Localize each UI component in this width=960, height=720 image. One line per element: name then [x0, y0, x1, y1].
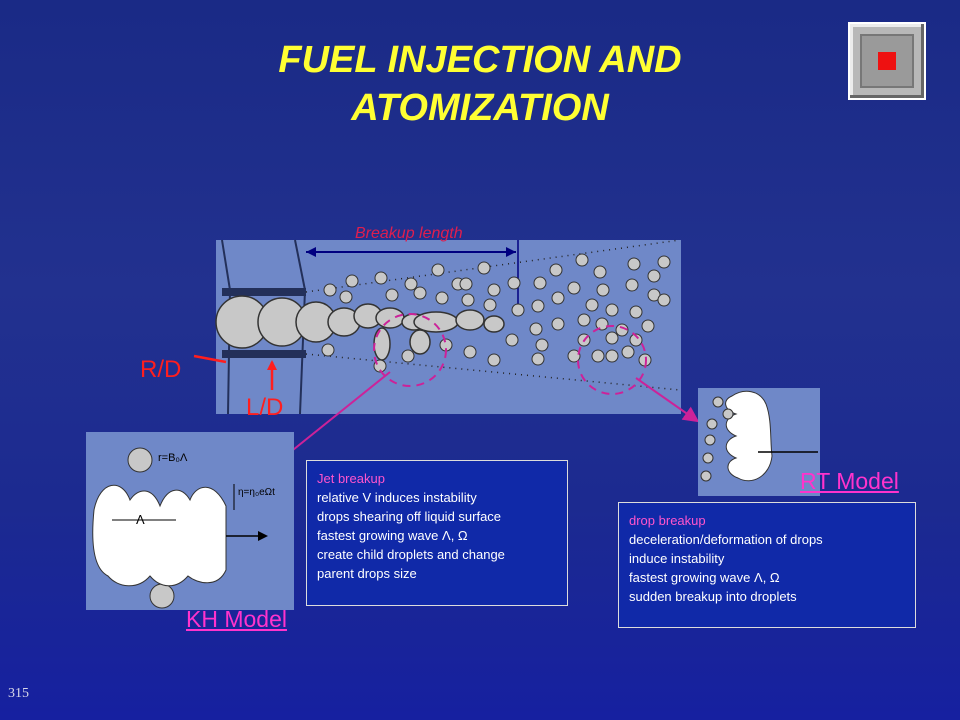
stop-square-icon	[878, 52, 896, 70]
ld-label: L/D	[246, 394, 284, 421]
rd-label: R/D	[140, 356, 182, 383]
drop-breakup-line: induce instability	[629, 551, 725, 566]
liquid-core	[215, 295, 505, 361]
rt-connector	[635, 377, 700, 423]
title-line-1: FUEL INJECTION AND	[278, 39, 682, 81]
rt-droplets	[700, 396, 734, 482]
jet-breakup-line: fastest growing wave Λ, Ω	[317, 528, 468, 543]
kh-radius-equation: r=B₀Λ	[158, 452, 188, 464]
jet-breakup-line: parent drops size	[317, 566, 417, 581]
jet-breakup-box: Jet breakup relative V induces instabili…	[306, 460, 568, 606]
rt-model-link[interactable]: RT Model	[800, 468, 899, 494]
drop-breakup-box: drop breakup deceleration/deformation of…	[618, 502, 916, 628]
jet-breakup-line: drops shearing off liquid surface	[317, 509, 502, 524]
kh-parent-blob	[92, 484, 227, 587]
drop-breakup-line: sudden breakup into droplets	[629, 589, 797, 604]
jet-breakup-line: create child droplets and change	[317, 547, 505, 562]
kh-drop-bottom	[149, 583, 175, 609]
jet-breakup-line: relative V induces instability	[317, 490, 477, 505]
stop-button[interactable]	[848, 22, 926, 100]
page-number: 315	[8, 686, 29, 701]
title-line-2: ATOMIZATION	[351, 87, 609, 129]
rt-region	[577, 325, 647, 395]
kh-child-drop	[127, 447, 153, 473]
stop-button-frame	[860, 34, 914, 88]
kh-wavelength-symbol: Λ	[136, 512, 145, 527]
drop-breakup-line: fastest growing wave Λ, Ω	[629, 570, 780, 585]
kh-growth-equation: η=η₀eΩt	[238, 487, 275, 498]
nozzle-bottom	[222, 350, 306, 358]
kh-region	[373, 313, 447, 387]
droplets	[321, 253, 671, 373]
drop-breakup-heading: drop breakup	[629, 513, 706, 528]
nozzle-top	[222, 288, 306, 296]
rd-pointer	[193, 354, 227, 364]
breakup-length-label: Breakup length	[355, 225, 463, 242]
jet-breakup-heading: Jet breakup	[317, 471, 385, 486]
slide-title: FUEL INJECTION AND ATOMIZATION	[180, 36, 780, 132]
kh-model-link[interactable]: KH Model	[186, 606, 287, 632]
drop-breakup-line: deceleration/deformation of drops	[629, 532, 823, 547]
